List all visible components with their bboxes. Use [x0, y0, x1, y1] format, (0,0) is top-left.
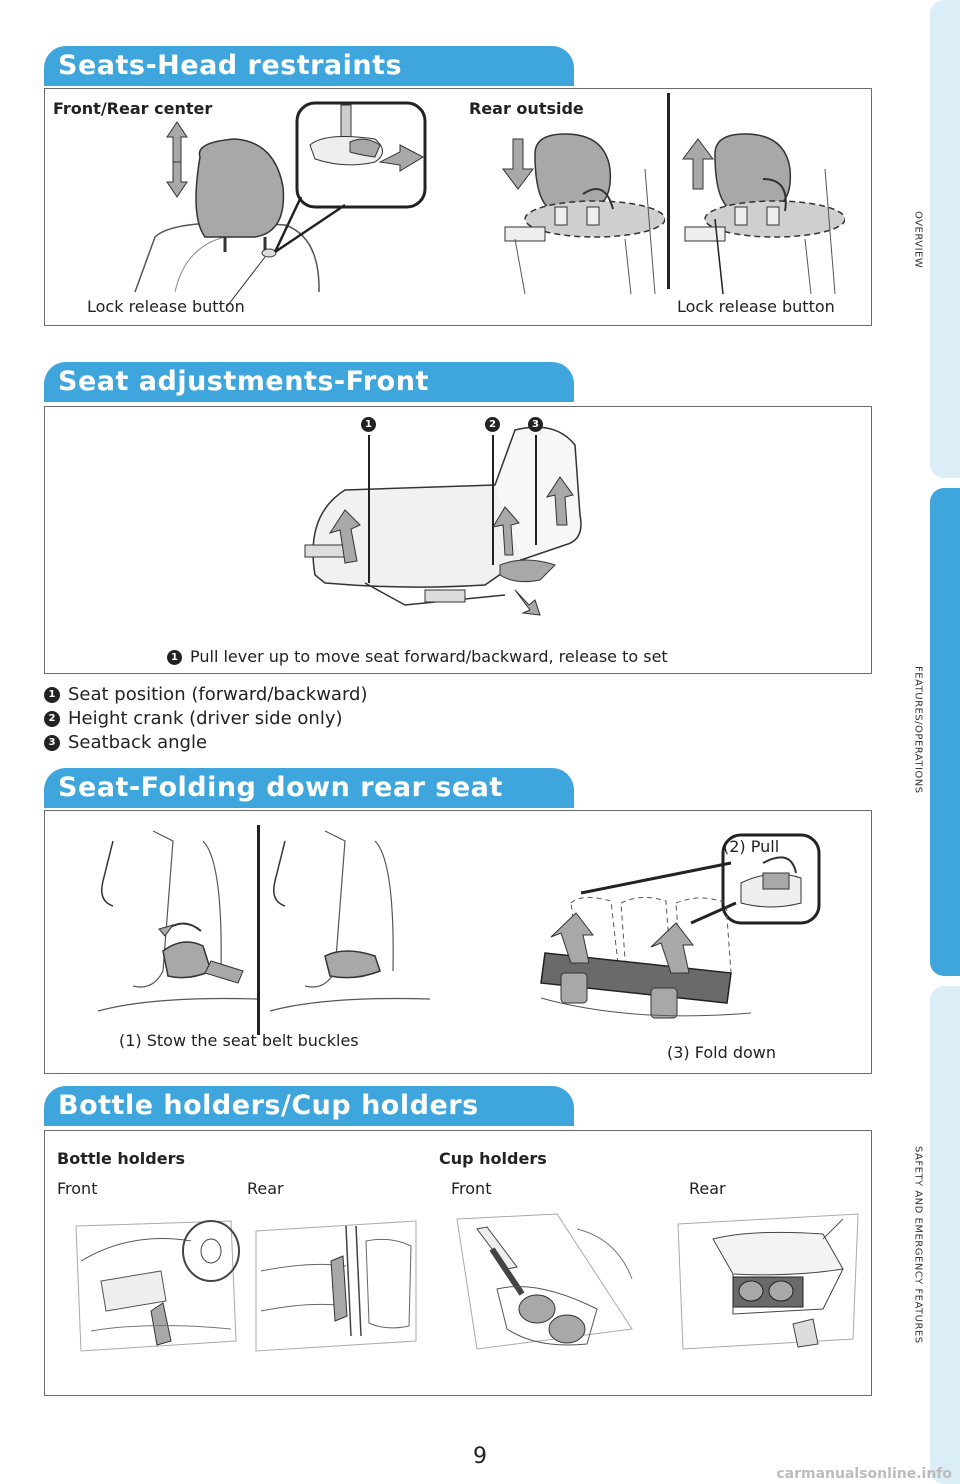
seat-belt-buckle-illustration-1 — [97, 830, 259, 1012]
cup-front-label: Front — [451, 1179, 492, 1198]
head-restraints-box: Front/Rear center Rear outside Lock rele… — [44, 88, 872, 326]
section-title-seat-front: Seat adjustments-Front — [44, 362, 574, 402]
tab-safety[interactable] — [930, 986, 960, 1484]
legend-item-3: 3 Seatback angle — [44, 732, 207, 753]
caption-marker-1: 1 — [167, 650, 182, 665]
section-title-holders: Bottle holders/Cup holders — [44, 1086, 574, 1126]
bottle-holders-label: Bottle holders — [57, 1149, 185, 1168]
rear-seat-fold-illustration — [540, 833, 821, 1019]
lock-release-label-right: Lock release button — [677, 297, 835, 316]
tab-overview[interactable] — [930, 0, 960, 478]
legend-num-2: 2 — [44, 711, 60, 727]
fold-label: (3) Fold down — [667, 1043, 777, 1062]
bottle-front-label: Front — [57, 1179, 98, 1198]
legend-text-1: Seat position (forward/backward) — [68, 684, 368, 705]
cup-rear-label: Rear — [689, 1179, 726, 1198]
section-title-head-restraints: Seats-Head restraints — [44, 46, 574, 86]
seat-belt-buckle-illustration-2 — [269, 830, 431, 1012]
marker-line-3 — [535, 435, 537, 545]
bottle-holder-rear-illustration — [255, 1220, 417, 1352]
front-rear-center-label: Front/Rear center — [53, 99, 213, 118]
folding-divider — [257, 825, 260, 1035]
legend-num-1: 1 — [44, 687, 60, 703]
legend-text-3: Seatback angle — [68, 732, 208, 753]
marker-3: 3 — [528, 417, 543, 432]
head-restraint-center-illustration — [134, 101, 427, 307]
legend-text-2: Height crank (driver side only) — [68, 708, 343, 729]
legend-num-3: 3 — [44, 735, 60, 751]
folding-box: (2) Pull (1) Stow the seat belt buckles … — [44, 810, 872, 1074]
page-number: 9 — [473, 1444, 487, 1469]
holders-box: Bottle holders Cup holders Front Rear Fr… — [44, 1130, 872, 1396]
head-restraint-rear-down-illustration — [682, 133, 845, 295]
cup-holder-rear-illustration — [677, 1213, 859, 1350]
rear-divider — [667, 93, 670, 289]
marker-1: 1 — [361, 417, 376, 432]
stow-label: (1) Stow the seat belt buckles — [119, 1031, 359, 1050]
tab-label-overview: OVERVIEW — [912, 211, 924, 269]
rear-outside-label: Rear outside — [469, 99, 584, 118]
legend-item-1: 1 Seat position (forward/backward) — [44, 684, 368, 705]
section-title-folding: Seat-Folding down rear seat — [44, 768, 574, 808]
tab-label-features: FEATURES/OPERATIONS — [912, 666, 924, 794]
watermark: carmanualsonline.info — [776, 1466, 952, 1482]
tab-label-safety: SAFETY AND EMERGENCY FEATURES — [912, 1146, 924, 1344]
seat-caption: 1 Pull lever up to move seat forward/back… — [167, 647, 668, 666]
cup-holders-label: Cup holders — [439, 1149, 547, 1168]
tab-features-operations[interactable] — [930, 488, 960, 976]
marker-line-1 — [368, 435, 370, 583]
cup-holder-front-illustration — [456, 1213, 633, 1350]
marker-2: 2 — [485, 417, 500, 432]
legend-item-2: 2 Height crank (driver side only) — [44, 708, 343, 729]
lock-release-label-left: Lock release button — [87, 297, 245, 316]
bottle-rear-label: Rear — [247, 1179, 284, 1198]
bottle-holder-front-illustration — [75, 1220, 240, 1352]
front-seat-illustration — [304, 426, 582, 616]
head-restraint-rear-up-illustration — [502, 133, 665, 295]
pull-label: (2) Pull — [723, 837, 780, 856]
caption-text: Pull lever up to move seat forward/backw… — [190, 647, 668, 666]
marker-line-2 — [492, 435, 494, 565]
